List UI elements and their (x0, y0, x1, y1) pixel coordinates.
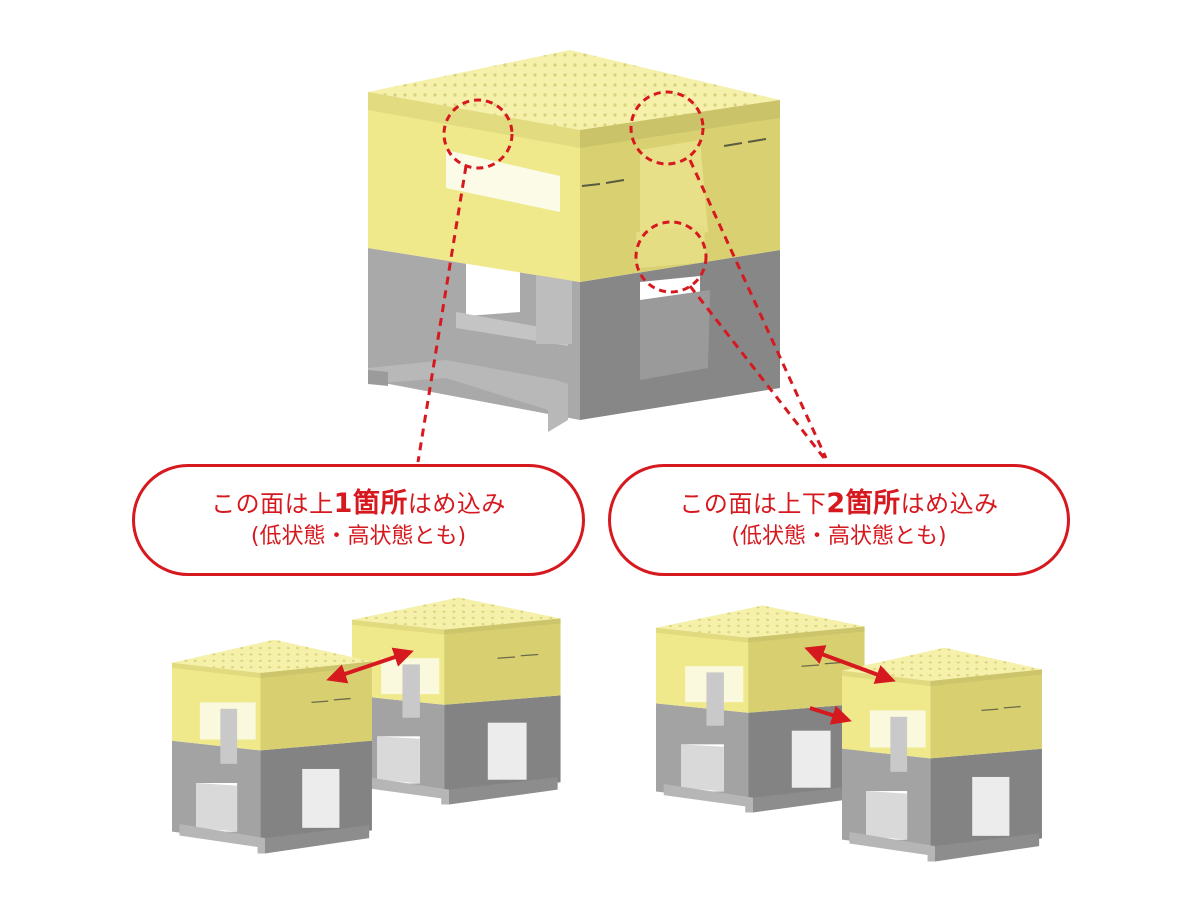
joint-marker-dashed-circles (442, 90, 708, 294)
joint-marker-right-bottom (634, 220, 708, 294)
connection-example-right-image (655, 604, 1043, 863)
joint-marker-right-top (629, 90, 705, 166)
joint-marker-left-top (442, 98, 514, 170)
connection-arrow-right-top (804, 645, 896, 684)
callout-right: この面は上下2箇所はめ込み (低状態・高状態とも) (608, 464, 1070, 576)
leader-lines (416, 159, 828, 463)
callout-right-emphasis: 2箇所 (826, 488, 901, 519)
callout-left-line1: この面は上1箇所はめ込み (211, 487, 506, 521)
connection-arrow-right-bottom (809, 705, 852, 725)
callout-left-line2: (低状態・高状態とも) (250, 524, 467, 549)
callout-right-suffix: はめ込み (900, 490, 999, 518)
connection-example-left-image (171, 596, 562, 855)
callout-right-line1: この面は上下2箇所はめ込み (679, 487, 998, 521)
callout-left: この面は上1箇所はめ込み (低状態・高状態とも) (132, 464, 585, 576)
callout-left-suffix: はめ込み (407, 490, 506, 518)
callout-left-prefix: この面は上 (211, 490, 334, 518)
connection-arrow-left (326, 647, 414, 684)
main-stacking-block-image (368, 50, 780, 432)
callout-right-line2: (低状態・高状態とも) (731, 524, 947, 549)
callout-left-emphasis: 1箇所 (333, 488, 408, 519)
callout-right-prefix: この面は上下 (679, 490, 827, 518)
